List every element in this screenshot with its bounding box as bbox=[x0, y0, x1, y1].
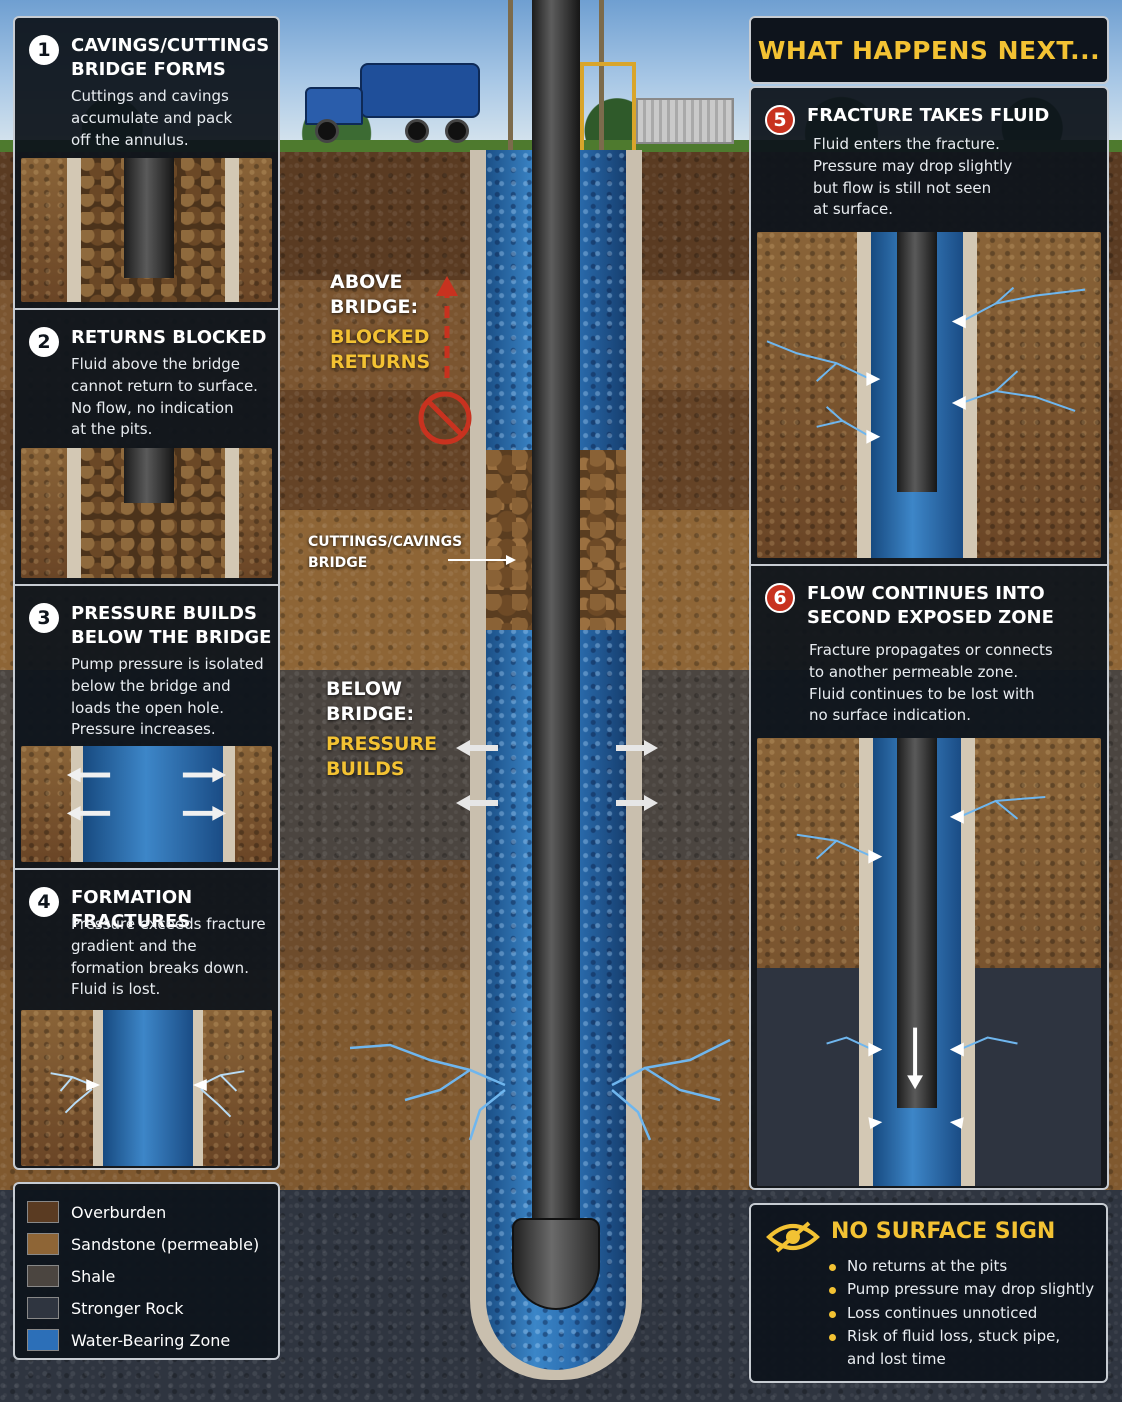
step-title: FLOW CONTINUES INTO SECOND EXPOSED ZONE bbox=[807, 583, 1054, 629]
step-number-badge: 3 bbox=[29, 603, 59, 633]
step-number-badge: 4 bbox=[29, 887, 59, 917]
crossed-eye-icon bbox=[766, 1221, 820, 1253]
step-title: FORMATION FRACTURES bbox=[71, 887, 193, 933]
callout-text: BRIDGE: bbox=[330, 295, 419, 318]
legend: Overburden Sandstone (permeable) Shale S… bbox=[13, 1182, 280, 1360]
legend-swatch bbox=[27, 1329, 59, 1351]
list-item: Loss continues unnoticed bbox=[829, 1302, 1094, 1325]
list-item: Pump pressure may drop slightly bbox=[829, 1278, 1094, 1301]
step-4: 4 FORMATION FRACTURES Pressure exceeds f… bbox=[15, 870, 278, 1168]
step-title: FRACTURE TAKES FLUID bbox=[807, 105, 1050, 126]
left-steps-panel: 1 CAVINGS/CUTTINGS BRIDGE FORMS Cuttings… bbox=[13, 16, 280, 1170]
bridge-label: CUTTINGS/CAVINGS BRIDGE bbox=[308, 532, 462, 574]
mini-fluid-column bbox=[83, 746, 223, 862]
no-surface-sign-title: NO SURFACE SIGN bbox=[831, 1219, 1056, 1244]
step-number-badge: 1 bbox=[29, 35, 59, 65]
legend-label: Overburden bbox=[71, 1202, 167, 1222]
storage-container bbox=[636, 98, 734, 144]
rig-platform bbox=[580, 62, 636, 150]
step-header: 5 FRACTURE TAKES FLUID bbox=[765, 104, 1049, 135]
no-surface-sign-list: No returns at the pits Pump pressure may… bbox=[829, 1255, 1094, 1371]
step-number-badge: 5 bbox=[765, 105, 795, 135]
mini-drill-pipe bbox=[124, 158, 174, 278]
no-surface-sign-box: NO SURFACE SIGN No returns at the pits P… bbox=[749, 1203, 1108, 1383]
step-number-badge: 6 bbox=[765, 583, 795, 613]
drill-pipe bbox=[532, 0, 580, 1250]
callout-text: BRIDGE: bbox=[326, 702, 415, 725]
fracture-lines bbox=[50, 1070, 245, 1118]
fracture-lines bbox=[796, 795, 1046, 1130]
legend-item: Overburden bbox=[27, 1196, 266, 1228]
step-2-illustration bbox=[21, 448, 272, 578]
legend-swatch bbox=[27, 1265, 59, 1287]
step-description: Pressure exceeds fracture gradient and t… bbox=[71, 915, 266, 999]
step-6: 6 FLOW CONTINUES INTO SECOND EXPOSED ZON… bbox=[751, 566, 1107, 1188]
step-header: 1 CAVINGS/CUTTINGS BRIDGE FORMS bbox=[29, 34, 269, 83]
legend-label: Sandstone (permeable) bbox=[71, 1234, 260, 1254]
mini-fluid-column bbox=[103, 1010, 193, 1166]
callout-text: BELOW bbox=[326, 678, 402, 700]
step-header: 3 PRESSURE BUILDS BELOW THE BRIDGE bbox=[29, 602, 271, 651]
fracture-lines bbox=[766, 286, 1086, 444]
step-title: CAVINGS/CUTTINGS BRIDGE FORMS bbox=[71, 35, 270, 81]
step-description: Fluid enters the fracture. Pressure may … bbox=[813, 135, 1013, 219]
bridge-label-line: CUTTINGS/CAVINGS bbox=[308, 534, 463, 550]
step-1: 1 CAVINGS/CUTTINGS BRIDGE FORMS Cuttings… bbox=[15, 18, 278, 310]
step-description: Fluid above the bridge cannot return to … bbox=[71, 355, 258, 439]
above-bridge-callout: ABOVE BRIDGE: BLOCKED RETURNS bbox=[330, 270, 430, 375]
below-bridge-callout: BELOW BRIDGE: PRESSURE BUILDS bbox=[326, 677, 437, 782]
callout-text: ABOVE bbox=[330, 271, 403, 293]
step-description: Pump pressure is isolated below the brid… bbox=[71, 655, 264, 739]
mini-drill-pipe bbox=[897, 232, 937, 492]
truck-wheel bbox=[315, 119, 339, 143]
step-number-badge: 2 bbox=[29, 327, 59, 357]
cuttings-fill bbox=[81, 448, 225, 578]
what-happens-next-header: WHAT HAPPENS NEXT... bbox=[749, 16, 1109, 84]
step-6-illustration bbox=[757, 738, 1101, 1186]
bridge-label-line: BRIDGE bbox=[308, 555, 368, 571]
drill-bit bbox=[512, 1218, 600, 1310]
step-4-illustration bbox=[21, 1010, 272, 1166]
callout-highlight: BLOCKED bbox=[330, 326, 430, 349]
legend-swatch bbox=[27, 1201, 59, 1223]
right-steps-panel: 5 FRACTURE TAKES FLUID Fluid enters the … bbox=[749, 86, 1109, 1190]
legend-item: Stronger Rock bbox=[27, 1292, 266, 1324]
step-5-illustration bbox=[757, 232, 1101, 558]
list-item: No returns at the pits bbox=[829, 1255, 1094, 1278]
truck-cab bbox=[305, 87, 363, 125]
callout-highlight: BUILDS bbox=[326, 758, 405, 781]
truck-tank bbox=[360, 63, 480, 118]
legend-item: Water-Bearing Zone bbox=[27, 1324, 266, 1356]
step-header: 4 FORMATION FRACTURES bbox=[29, 886, 278, 935]
mini-drill-pipe bbox=[124, 448, 174, 503]
pump-truck bbox=[305, 55, 485, 145]
step-3: 3 PRESSURE BUILDS BELOW THE BRIDGE Pump … bbox=[15, 586, 278, 870]
legend-swatch bbox=[27, 1233, 59, 1255]
legend-swatch bbox=[27, 1297, 59, 1319]
step-3-illustration bbox=[21, 746, 272, 862]
pressure-arrows bbox=[66, 767, 227, 821]
step-title: PRESSURE BUILDS BELOW THE BRIDGE bbox=[71, 603, 272, 649]
step-header: 2 RETURNS BLOCKED bbox=[29, 326, 266, 357]
list-item: Risk of fluid loss, stuck pipe, and lost… bbox=[829, 1325, 1094, 1372]
header-title: WHAT HAPPENS NEXT... bbox=[757, 35, 1101, 65]
callout-highlight: RETURNS bbox=[330, 351, 431, 374]
legend-item: Sandstone (permeable) bbox=[27, 1228, 266, 1260]
step-title: RETURNS BLOCKED bbox=[71, 327, 267, 348]
step-description: Cuttings and cavings accumulate and pack… bbox=[71, 87, 233, 149]
step-5: 5 FRACTURE TAKES FLUID Fluid enters the … bbox=[751, 88, 1107, 566]
legend-label: Water-Bearing Zone bbox=[71, 1330, 231, 1350]
drilling-derrick bbox=[508, 0, 604, 150]
step-1-illustration bbox=[21, 158, 272, 302]
legend-label: Stronger Rock bbox=[71, 1298, 184, 1318]
step-2: 2 RETURNS BLOCKED Fluid above the bridge… bbox=[15, 310, 278, 586]
legend-item: Shale bbox=[27, 1260, 266, 1292]
step-header: 6 FLOW CONTINUES INTO SECOND EXPOSED ZON… bbox=[765, 582, 1054, 631]
truck-wheel bbox=[405, 119, 429, 143]
truck-wheel bbox=[445, 119, 469, 143]
callout-highlight: PRESSURE bbox=[326, 733, 438, 756]
step-description: Fracture propagates or connects to anoth… bbox=[809, 641, 1053, 725]
legend-label: Shale bbox=[71, 1266, 116, 1286]
